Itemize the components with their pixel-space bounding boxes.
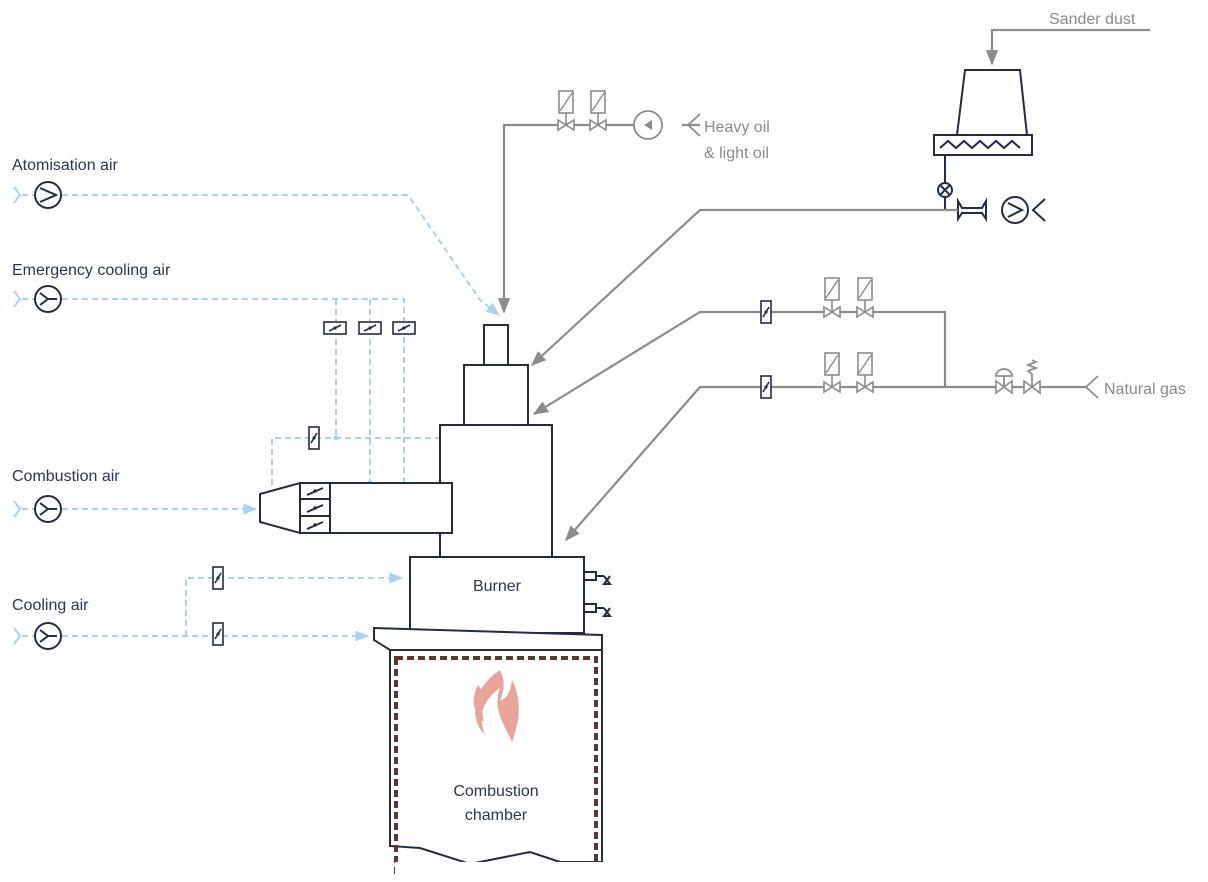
damper-icon [212, 566, 224, 590]
cooling-air-line [13, 566, 404, 650]
shutoff-valve-icon [589, 90, 607, 131]
damper-icon [308, 426, 320, 450]
combustion-chamber-label-2: chamber [465, 807, 528, 824]
emergency-cooling-air-label: Emergency cooling air [12, 262, 171, 279]
fan-icon [34, 181, 62, 209]
emergency-cooling-air-line [13, 285, 416, 515]
shutoff-valve-icon [823, 277, 841, 318]
sander-dust-line [530, 28, 1150, 367]
fan-icon [34, 495, 62, 523]
damper-icon [323, 321, 347, 335]
combustion-chamber [389, 649, 603, 866]
damper-icon [760, 375, 772, 399]
atomisation-air-label: Atomisation air [12, 157, 118, 174]
flame-icon [473, 670, 519, 742]
fan-icon [34, 622, 62, 650]
combustion-chamber-label-1: Combustion [453, 783, 538, 800]
damper-icon [392, 321, 416, 335]
shutoff-valve-icon [856, 352, 874, 393]
damper-icon [358, 321, 382, 335]
atomisation-air-line [13, 181, 501, 316]
fan-icon [34, 285, 62, 313]
damper-icon [212, 622, 224, 646]
burner-label: Burner [473, 578, 522, 595]
damper-icon [760, 300, 772, 324]
cooling-air-label: Cooling air [12, 597, 89, 614]
shutoff-valve-icon [823, 352, 841, 393]
heavy-oil-line [497, 90, 701, 314]
shutoff-valve-icon [557, 90, 575, 131]
burner-assembly [259, 324, 612, 882]
heavy-oil-label: Heavy oil [704, 119, 770, 136]
natural-gas-label: Natural gas [1104, 381, 1186, 398]
combustion-air-label: Combustion air [12, 468, 120, 485]
burner-body [409, 556, 585, 634]
refractory-lining [394, 656, 598, 876]
natural-gas-line-upper [532, 277, 947, 415]
dust-silo [955, 69, 1029, 136]
natural-gas-line-lower [564, 352, 1099, 542]
combustion-air-line [13, 495, 258, 523]
light-oil-label: & light oil [704, 145, 769, 162]
shutoff-valve-icon [856, 277, 874, 318]
sander-dust-label: Sander dust [1049, 11, 1136, 28]
